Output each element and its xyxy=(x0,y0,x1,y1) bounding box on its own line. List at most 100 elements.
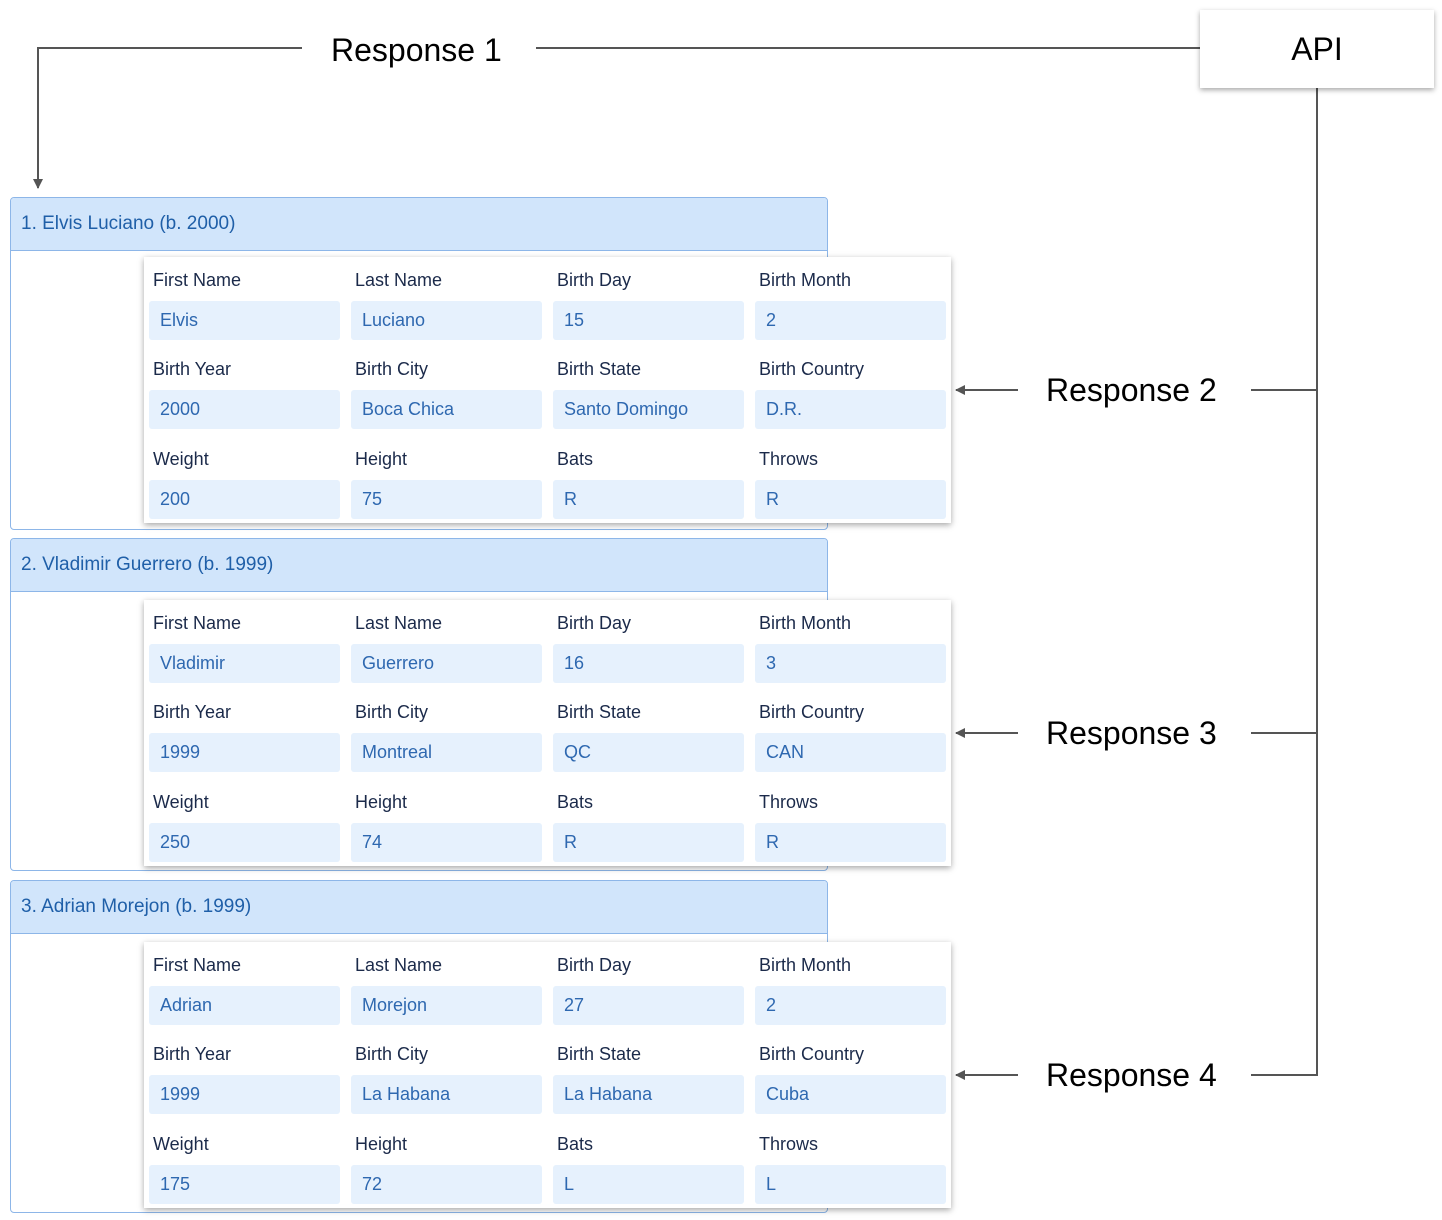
field-label: Height xyxy=(355,449,408,469)
field-value-input[interactable]: 74 xyxy=(351,823,542,862)
field-label: Birth Year xyxy=(153,702,232,722)
field-value-input[interactable]: L xyxy=(755,1165,946,1204)
field-value-input[interactable]: 72 xyxy=(351,1165,542,1204)
field-value-input[interactable]: Cuba xyxy=(755,1075,946,1114)
field-value-input[interactable]: D.R. xyxy=(755,390,946,429)
field-birth-city: Birth City La Habana xyxy=(351,1041,542,1114)
field-value-input[interactable]: Vladimir xyxy=(149,644,340,683)
field-label: Bats xyxy=(557,449,594,469)
player-card-header[interactable]: 2. Vladimir Guerrero (b. 1999) xyxy=(11,539,827,592)
field-label: Birth Day xyxy=(557,270,632,290)
field-value-input[interactable]: R xyxy=(553,823,744,862)
field-label: Birth Country xyxy=(759,1044,865,1064)
field-value-input[interactable]: 2 xyxy=(755,301,946,340)
field-label: Throws xyxy=(759,1134,819,1154)
field-value-input[interactable]: Montreal xyxy=(351,733,542,772)
field-label: Birth Month xyxy=(759,955,852,975)
field-value-input[interactable]: Elvis xyxy=(149,301,340,340)
field-value-input[interactable]: CAN xyxy=(755,733,946,772)
field-label: Throws xyxy=(759,792,819,812)
field-value-input[interactable]: La Habana xyxy=(351,1075,542,1114)
field-label: Birth Country xyxy=(759,702,865,722)
player-card-header[interactable]: 3. Adrian Morejon (b. 1999) xyxy=(11,881,827,934)
field-label: Throws xyxy=(759,449,819,469)
field-value-input[interactable]: R xyxy=(755,480,946,519)
field-birth-state: Birth State La Habana xyxy=(553,1041,744,1114)
field-value-input[interactable]: Morejon xyxy=(351,986,542,1025)
field-label: Birth Year xyxy=(153,1044,232,1064)
field-value-input[interactable]: 200 xyxy=(149,480,340,519)
field-value-input[interactable]: 3 xyxy=(755,644,946,683)
field-birth-month: Birth Month 2 xyxy=(755,952,946,1025)
field-label: First Name xyxy=(153,955,242,975)
field-label: Last Name xyxy=(355,270,443,290)
field-value-input[interactable]: La Habana xyxy=(553,1075,744,1114)
field-value-input[interactable]: 75 xyxy=(351,480,542,519)
response-4-label: Response 4 xyxy=(1046,1057,1217,1093)
field-value-input[interactable]: R xyxy=(553,480,744,519)
field-label: Birth City xyxy=(355,359,429,379)
field-value-input[interactable]: Guerrero xyxy=(351,644,542,683)
field-value-input[interactable]: 1999 xyxy=(149,733,340,772)
response-2-label: Response 2 xyxy=(1046,372,1217,408)
field-label: Birth City xyxy=(355,1044,429,1064)
field-birth-year: Birth Year 1999 xyxy=(149,1041,340,1114)
field-value-input[interactable]: 1999 xyxy=(149,1075,340,1114)
field-birth-month: Birth Month 3 xyxy=(755,610,946,683)
field-value-input[interactable]: 2000 xyxy=(149,390,340,429)
field-label: Height xyxy=(355,792,408,812)
field-value-input[interactable]: Luciano xyxy=(351,301,542,340)
field-label: Last Name xyxy=(355,613,443,633)
field-label: Birth Day xyxy=(557,955,632,975)
field-value-input[interactable]: 27 xyxy=(553,986,744,1025)
field-value-input[interactable]: 250 xyxy=(149,823,340,862)
player-card-header[interactable]: 1. Elvis Luciano (b. 2000) xyxy=(11,198,827,251)
field-label: Weight xyxy=(153,792,209,812)
field-label: Birth State xyxy=(557,1044,642,1064)
field-birth-day: Birth Day 27 xyxy=(553,952,744,1025)
field-weight: Weight 200 xyxy=(149,446,340,519)
field-label: Birth Month xyxy=(759,613,852,633)
field-value-input[interactable]: R xyxy=(755,823,946,862)
field-value-input[interactable]: Santo Domingo xyxy=(553,390,744,429)
field-label: First Name xyxy=(153,613,242,633)
field-value-input[interactable]: Adrian xyxy=(149,986,340,1025)
field-value-input[interactable]: 15 xyxy=(553,301,744,340)
api-trunk-connector xyxy=(1251,88,1318,1076)
field-label: Weight xyxy=(153,449,209,469)
field-value-input[interactable]: 16 xyxy=(553,644,744,683)
response-1-label: Response 1 xyxy=(331,32,502,68)
field-value-input[interactable]: QC xyxy=(553,733,744,772)
response-1-arrow xyxy=(33,47,302,189)
api-label: API xyxy=(1291,30,1343,67)
field-value-input[interactable]: Boca Chica xyxy=(351,390,542,429)
field-label: Birth State xyxy=(557,359,642,379)
field-weight: Weight 175 xyxy=(149,1131,340,1204)
field-weight: Weight 250 xyxy=(149,789,340,862)
field-value-input[interactable]: 2 xyxy=(755,986,946,1025)
field-value-input[interactable]: 175 xyxy=(149,1165,340,1204)
field-label: Height xyxy=(355,1134,408,1154)
field-label: Birth City xyxy=(355,702,429,722)
field-label: Weight xyxy=(153,1134,209,1154)
field-value-input[interactable]: L xyxy=(553,1165,744,1204)
